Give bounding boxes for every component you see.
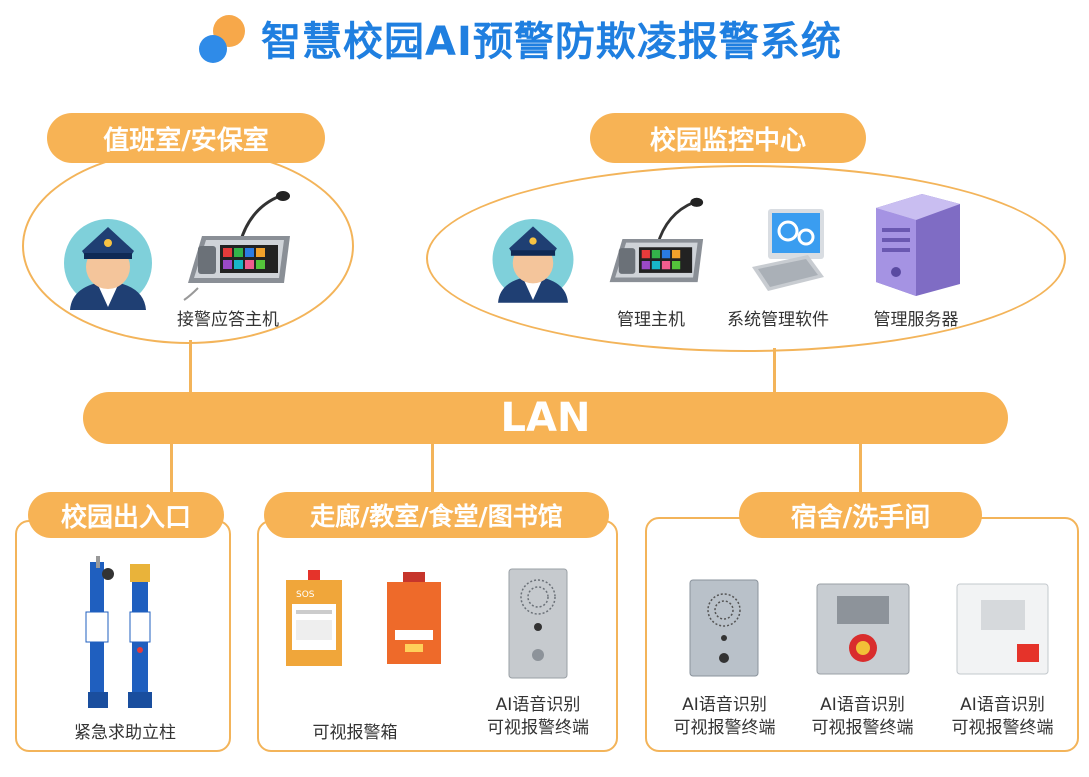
logo-icon xyxy=(195,9,253,67)
lan-network-bar: LAN xyxy=(83,392,1008,444)
alarm-box-icon xyxy=(387,572,441,664)
page-header: 智慧校园AI预警防欺凌报警系统 xyxy=(195,8,842,68)
monitor-device-caption-server: 管理服务器 xyxy=(873,310,959,330)
monitor-center-group xyxy=(426,165,1066,352)
caption-line: 可视报警终端 xyxy=(811,718,914,738)
security-guard-icon xyxy=(64,219,152,310)
management-console-icon xyxy=(609,197,704,283)
corridor-label: 走廊/教室/食堂/图书馆 xyxy=(264,492,609,538)
server-icon xyxy=(876,194,960,296)
dorm-label: 宿舍/洗手间 xyxy=(739,492,982,538)
emergency-pillar-icon xyxy=(85,556,152,708)
caption-line: AI语音识别 xyxy=(682,695,767,715)
security-guard-icon xyxy=(492,218,574,303)
duty-room-label: 值班室/安保室 xyxy=(47,113,325,163)
page-title: 智慧校园AI预警防欺凌报警系统 xyxy=(261,19,842,65)
connector-dorm xyxy=(859,440,862,495)
alarm-box-sign: SOS xyxy=(296,590,315,600)
alarm-box-icon: SOS xyxy=(286,570,342,666)
connector-monitor xyxy=(773,348,776,395)
voice-terminal-icon xyxy=(956,583,1049,675)
voice-terminal-icon xyxy=(689,579,759,677)
corridor-device-caption-terminal: AI语音识别 可视报警终端 xyxy=(478,694,598,740)
voice-terminal-icon xyxy=(816,583,910,675)
dorm-device-caption-1: AI语音识别 可视报警终端 xyxy=(662,694,787,740)
connector-duty xyxy=(189,340,192,395)
monitor-device-caption-software: 系统管理软件 xyxy=(727,310,829,330)
caption-line: 可视报警终端 xyxy=(673,718,776,738)
monitor-center-label: 校园监控中心 xyxy=(590,113,866,163)
monitor-device-caption-host: 管理主机 xyxy=(617,310,685,330)
alarm-console-icon xyxy=(183,191,290,301)
voice-terminal-icon xyxy=(508,568,568,679)
caption-line: 可视报警终端 xyxy=(951,718,1054,738)
connector-entrance xyxy=(170,440,173,495)
software-computer-icon xyxy=(752,209,824,291)
caption-line: AI语音识别 xyxy=(960,695,1045,715)
caption-line: 可视报警终端 xyxy=(487,718,589,738)
corridor-device-caption-box: 可视报警箱 xyxy=(312,723,398,743)
caption-line: AI语音识别 xyxy=(495,695,581,715)
entrance-label: 校园出入口 xyxy=(28,492,224,538)
caption-line: AI语音识别 xyxy=(820,695,905,715)
connector-corridor xyxy=(431,440,434,495)
dorm-device-caption-2: AI语音识别 可视报警终端 xyxy=(800,694,925,740)
duty-device-caption: 接警应答主机 xyxy=(177,310,279,330)
entrance-device-caption: 紧急求助立柱 xyxy=(74,723,176,743)
dorm-device-caption-3: AI语音识别 可视报警终端 xyxy=(940,694,1065,740)
